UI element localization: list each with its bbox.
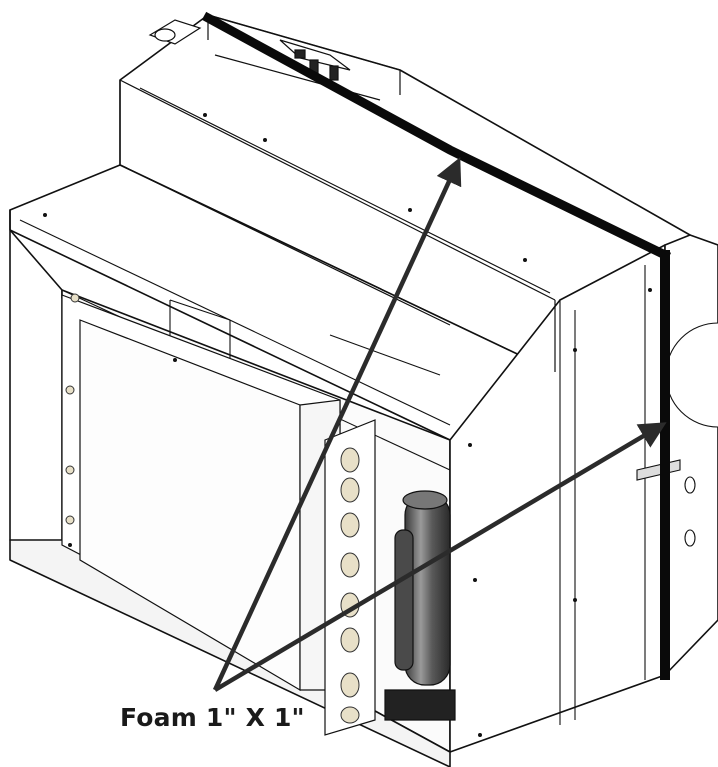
arrow-pointer-icon — [213, 422, 667, 692]
condenser-coil — [61, 293, 376, 736]
callout-arrows — [212, 157, 667, 692]
compressor — [384, 490, 456, 721]
foam-strip — [201, 11, 672, 680]
arrow-pointer-icon — [212, 157, 462, 691]
rivets — [43, 113, 652, 737]
foam-callout-label: Foam 1" X 1" — [120, 703, 305, 732]
